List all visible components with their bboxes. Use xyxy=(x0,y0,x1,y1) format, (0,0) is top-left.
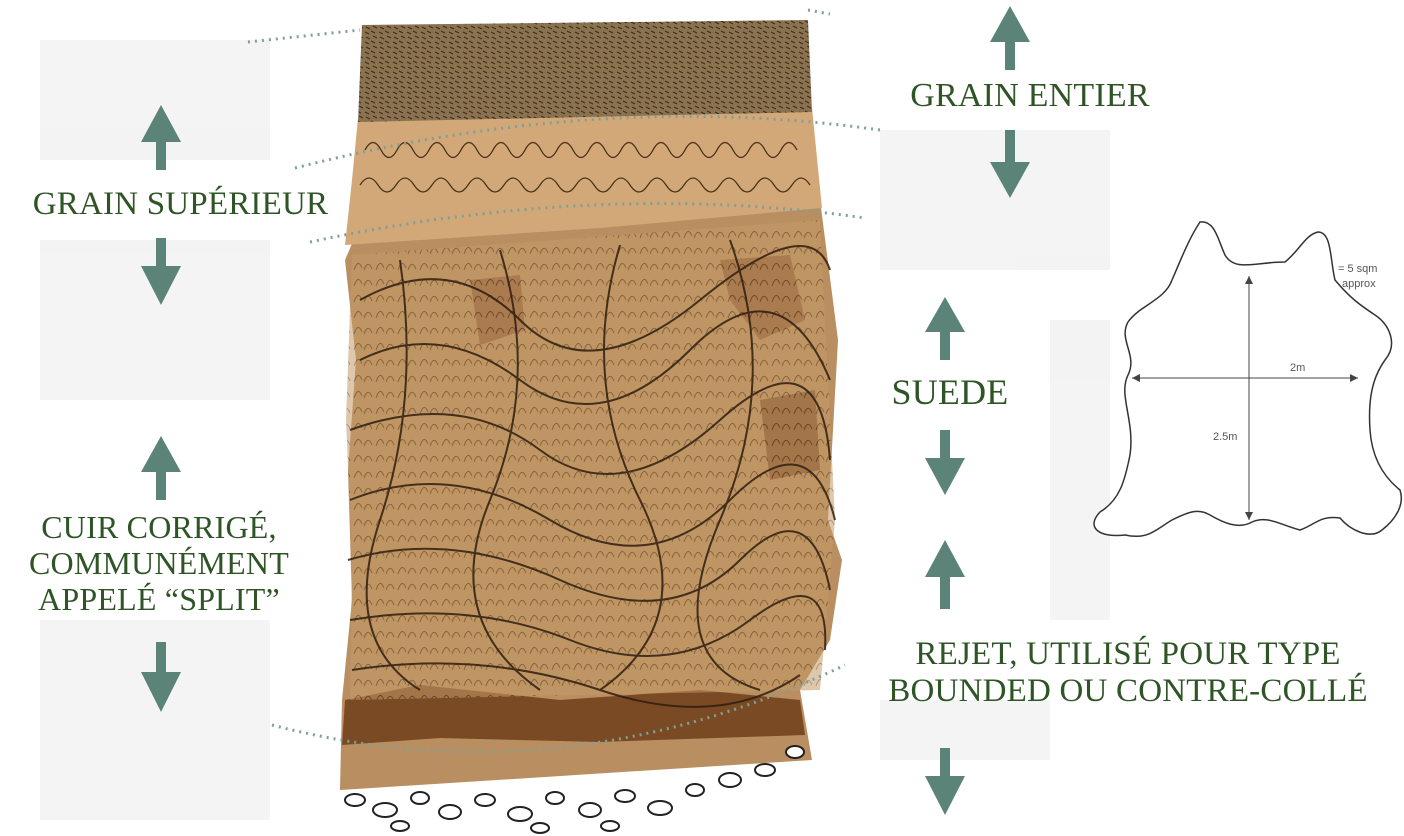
label-rejet-line1: REJET, UTILISÉ POUR TYPE xyxy=(860,636,1396,673)
label-split-line2: COMMUNÉMENT xyxy=(0,546,318,582)
arrow-up-icon xyxy=(990,6,1030,70)
label-rejet-line2: BOUNDED OU CONTRE-COLLÉ xyxy=(860,673,1396,710)
label-grain-entier: GRAIN ENTIER xyxy=(870,77,1190,115)
label-rejet: REJET, UTILISÉ POUR TYPE BOUNDED OU CONT… xyxy=(860,636,1396,710)
arrow-up-icon xyxy=(141,436,181,500)
height-label: 2.5m xyxy=(1213,431,1237,443)
label-split-line3: APPELÉ “SPLIT” xyxy=(0,582,318,618)
arrow-down-icon xyxy=(925,430,965,495)
leather-cross-section xyxy=(340,20,842,833)
full-grain-band xyxy=(358,20,812,122)
area-note-line1: = 5 sqm xyxy=(1338,263,1377,275)
hide-size-diagram: = 5 sqm approx 2m 2.5m xyxy=(1094,222,1401,536)
label-grain-superieur: GRAIN SUPÉRIEUR xyxy=(8,186,353,223)
label-suede-text: SUEDE xyxy=(892,372,1009,412)
label-grain-entier-text: GRAIN ENTIER xyxy=(910,77,1149,114)
label-split-line1: CUIR CORRIGÉ, xyxy=(0,510,318,546)
width-label: 2m xyxy=(1290,362,1305,374)
arrow-up-icon xyxy=(925,297,965,360)
label-suede: SUEDE xyxy=(870,372,1030,412)
label-split: CUIR CORRIGÉ, COMMUNÉMENT APPELÉ “SPLIT” xyxy=(0,510,318,617)
arrow-up-icon xyxy=(925,540,965,609)
label-grain-superieur-text: GRAIN SUPÉRIEUR xyxy=(33,186,328,222)
fiber-layer xyxy=(346,220,835,700)
area-note-line2: approx xyxy=(1342,278,1376,290)
